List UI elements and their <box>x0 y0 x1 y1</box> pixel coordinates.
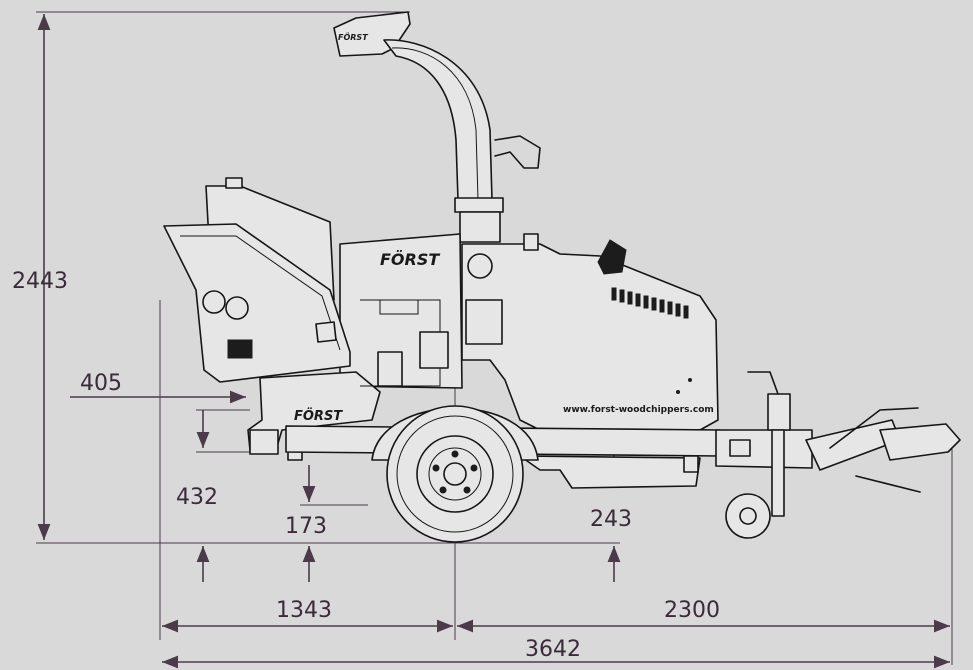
jockey-wheel-hub <box>739 507 757 525</box>
axle-to-hitch-label: 2300 <box>664 598 720 623</box>
chute-logo: FÖRST <box>338 32 368 42</box>
handbrake-lever <box>829 407 919 449</box>
body-brand-text: FÖRST <box>380 250 440 269</box>
chute-base-ring <box>454 197 504 213</box>
chute-pivot <box>467 253 493 279</box>
hopper-offset-label: 405 <box>80 371 122 396</box>
feed-box <box>247 371 381 451</box>
pump-block <box>465 299 503 345</box>
ground-clearance-label: 173 <box>285 514 327 539</box>
hopper-chute <box>163 223 351 383</box>
overall-length-label: 3642 <box>525 637 581 662</box>
belly-pan <box>519 455 701 489</box>
chute-seam <box>391 47 479 201</box>
hydraulic-valve <box>377 351 403 387</box>
jockey-leg <box>771 429 785 517</box>
control-panel <box>227 339 253 359</box>
cooling-vents <box>611 287 689 319</box>
towbar <box>715 371 961 539</box>
hitch-head <box>879 423 961 461</box>
dimension-labels: 2443 405 432 173 243 1343 2300 3642 <box>12 269 720 662</box>
jockey-clamp <box>767 393 791 431</box>
main-body: FÖRST www.forst-woodchippers.com <box>339 233 719 431</box>
wheel-hub <box>443 462 467 486</box>
chute-collar <box>459 211 501 243</box>
breakaway-cable <box>855 475 921 493</box>
wheel-bolts <box>432 450 478 494</box>
hydraulic-tank <box>419 331 449 369</box>
wood-chipper: FÖRST FÖRST <box>163 11 961 543</box>
website-text: www.forst-woodchippers.com <box>563 405 714 415</box>
hopper-knob <box>225 177 243 189</box>
hopper-latch <box>315 321 337 343</box>
cover-ridge <box>539 243 601 257</box>
filler-cap <box>523 233 539 251</box>
feed-frame: FÖRST <box>247 299 449 461</box>
chute-handle <box>494 135 541 169</box>
exhaust-cap <box>597 239 627 275</box>
chute-tube <box>383 39 493 201</box>
overall-height-label: 2443 <box>12 269 68 294</box>
rear-clearance-label: 243 <box>590 507 632 532</box>
tire-sidewall <box>396 415 514 533</box>
rear-step <box>249 429 279 455</box>
axle-assembly <box>371 405 539 543</box>
infeed-hopper <box>163 177 351 383</box>
rear-bracket <box>683 455 699 473</box>
hopper-knob-right <box>225 296 249 320</box>
rear-to-axle-label: 1343 <box>276 598 332 623</box>
chassis-brand-text: FÖRST <box>294 408 343 424</box>
discharge-chute: FÖRST <box>333 11 541 243</box>
hopper-knob-left <box>202 290 226 314</box>
wheel-hub-ring <box>428 447 482 501</box>
jockey-crank <box>747 371 779 395</box>
light-socket <box>729 439 751 457</box>
hopper-height-label: 432 <box>176 485 218 510</box>
